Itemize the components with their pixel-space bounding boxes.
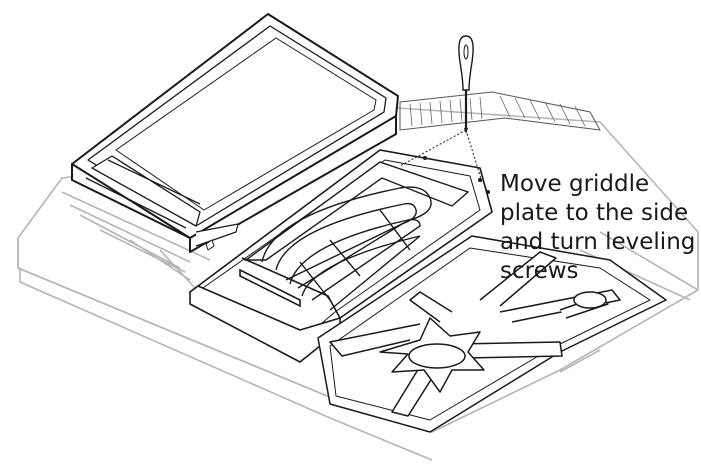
griddle-plate — [71, 13, 399, 253]
leveling-screw — [478, 178, 482, 182]
caption-line-4: screws — [500, 258, 579, 284]
element-bracket — [239, 257, 341, 319]
caption-line-2: plate to the side — [500, 200, 689, 226]
element-support-bar — [299, 209, 411, 301]
screwdriver-icon — [458, 35, 474, 134]
griddle-plate-front-lip — [91, 155, 201, 227]
range-front-edge — [19, 281, 433, 461]
heating-element — [239, 161, 470, 319]
caption-line-3: and turn leveling — [500, 229, 696, 255]
range-left-burner-frame — [61, 191, 211, 289]
instruction-caption: Move griddle plate to the side and turn … — [500, 170, 700, 286]
burner-grate — [317, 235, 667, 433]
grate-arm — [457, 341, 563, 359]
leveling-screws — [423, 156, 490, 194]
griddle-plate-surface — [115, 37, 377, 211]
leveling-screw — [423, 156, 427, 160]
grate-arm — [479, 251, 557, 307]
back-vent — [399, 91, 601, 131]
grate-arm — [329, 323, 421, 357]
burner-base — [408, 343, 466, 369]
grate-arm — [409, 291, 453, 323]
griddle-well — [189, 149, 493, 363]
leveling-screw — [486, 190, 490, 194]
guide-lines — [399, 129, 483, 183]
caption-line-1: Move griddle — [500, 171, 650, 197]
